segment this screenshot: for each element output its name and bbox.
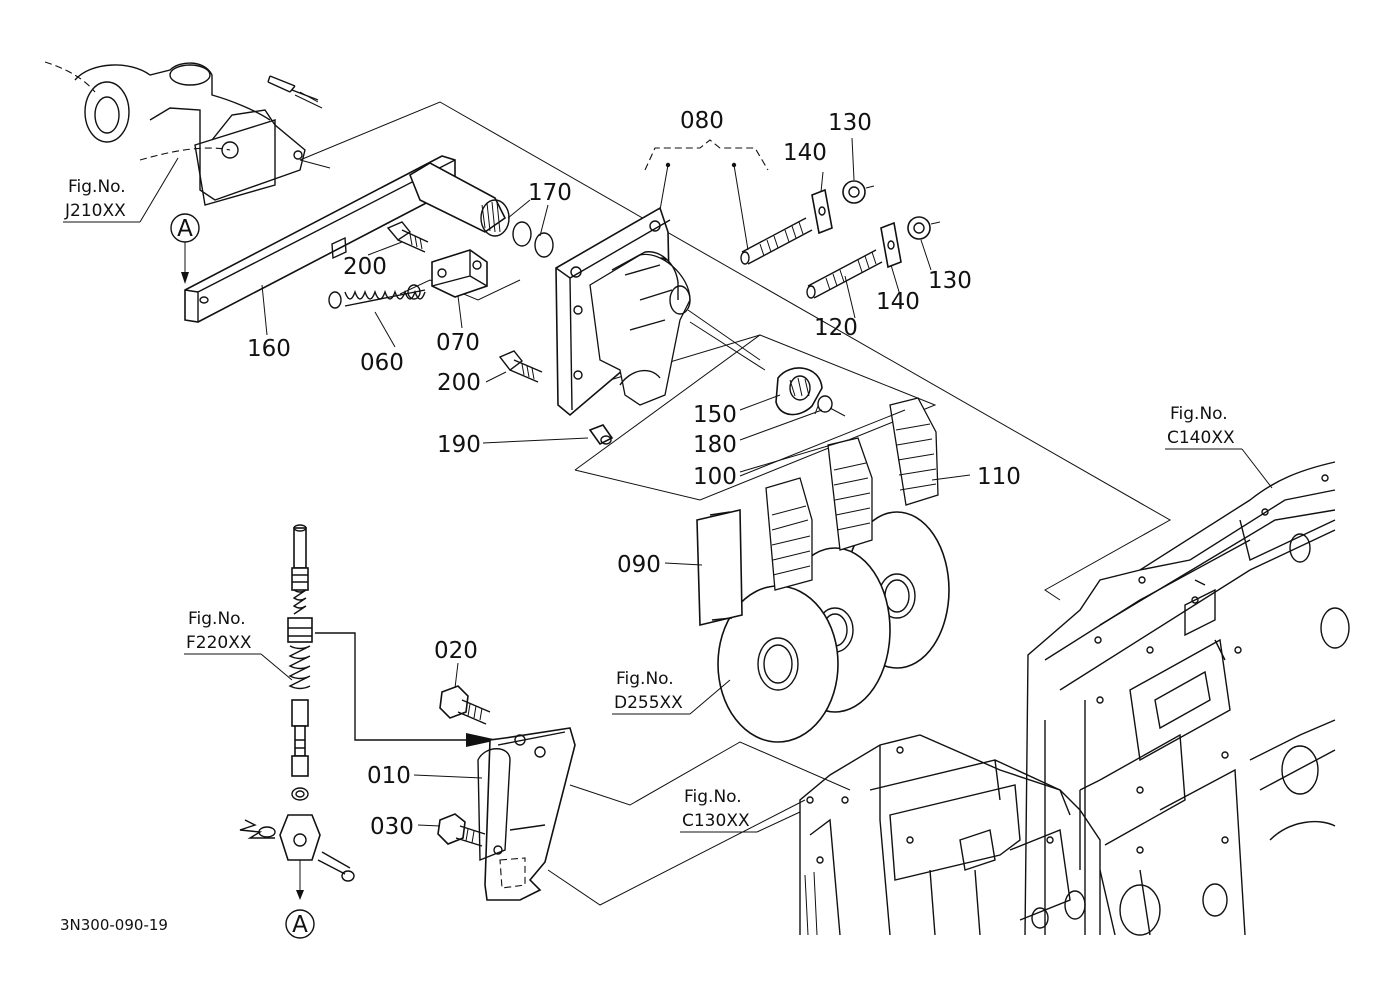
label-150: 150 <box>693 402 737 428</box>
figref-f220xx: Fig.No. F220XX <box>184 609 293 681</box>
part-080-callout <box>644 139 769 251</box>
transmission-case <box>799 461 1350 936</box>
part-labels: 160 170 200 060 070 200 190 080 140 130 … <box>247 108 1021 840</box>
label-100: 100 <box>693 464 737 490</box>
label-080: 080 <box>680 108 724 134</box>
svg-text:C140XX: C140XX <box>1167 428 1235 448</box>
figref-c140xx: Fig.No. C140XX <box>1165 404 1273 489</box>
svg-text:Fig.No.: Fig.No. <box>1170 404 1228 424</box>
label-130-upper: 130 <box>828 110 872 136</box>
label-130-lower: 130 <box>928 268 972 294</box>
cable-link-arrow <box>315 632 498 747</box>
part-180-clip <box>814 395 846 417</box>
svg-text:F220XX: F220XX <box>186 633 252 653</box>
marker-a-top: A <box>170 213 200 284</box>
upper-housing-drawing <box>44 61 323 206</box>
leader-lines <box>261 137 971 827</box>
friction-discs <box>717 511 950 743</box>
part-060-spring <box>328 284 426 309</box>
part-120-studs <box>740 217 883 299</box>
label-180: 180 <box>693 432 737 458</box>
part-020-bolt <box>439 685 491 725</box>
svg-text:C130XX: C130XX <box>682 811 750 831</box>
part-010-plate <box>477 727 576 901</box>
marker-a-bottom: A <box>285 909 315 939</box>
svg-text:A: A <box>292 912 308 938</box>
part-160-rod <box>184 155 510 323</box>
svg-text:Fig.No.: Fig.No. <box>616 669 674 689</box>
svg-text:Fig.No.: Fig.No. <box>68 177 126 197</box>
svg-text:J210XX: J210XX <box>64 201 126 221</box>
control-cable <box>239 524 355 900</box>
label-010: 010 <box>367 763 411 789</box>
friction-pads <box>696 397 939 627</box>
svg-text:Fig.No.: Fig.No. <box>188 609 246 629</box>
label-140-lower: 140 <box>876 289 920 315</box>
label-200-lower: 200 <box>437 370 481 396</box>
part-190-pin <box>588 424 614 446</box>
svg-text:A: A <box>177 216 193 242</box>
part-080-valve-assembly <box>555 206 766 417</box>
drawing-number: 3N300-090-19 <box>60 916 168 934</box>
label-160: 160 <box>247 336 291 362</box>
part-200-bolts <box>386 221 543 383</box>
label-110: 110 <box>977 464 1021 490</box>
part-150-lever <box>775 367 823 416</box>
part-170-o-rings <box>512 221 554 258</box>
label-030: 030 <box>370 814 414 840</box>
assembly-outline <box>299 101 1172 906</box>
label-020: 020 <box>434 638 478 664</box>
label-060: 060 <box>360 350 404 376</box>
part-130-nuts <box>842 180 941 240</box>
svg-text:D255XX: D255XX <box>614 693 683 713</box>
label-200-upper: 200 <box>343 254 387 280</box>
label-090: 090 <box>617 552 661 578</box>
label-120: 120 <box>814 315 858 341</box>
figref-d255xx: Fig.No. D255XX <box>612 669 731 715</box>
figref-j210xx: Fig.No. J210XX <box>63 157 179 223</box>
label-170: 170 <box>528 180 572 206</box>
part-070-bracket <box>431 249 488 298</box>
label-070: 070 <box>436 330 480 356</box>
label-190: 190 <box>437 432 481 458</box>
svg-text:Fig.No.: Fig.No. <box>684 787 742 807</box>
part-030-bolt <box>437 813 486 847</box>
figref-c130xx: Fig.No. C130XX <box>680 787 801 833</box>
label-140-upper: 140 <box>783 140 827 166</box>
